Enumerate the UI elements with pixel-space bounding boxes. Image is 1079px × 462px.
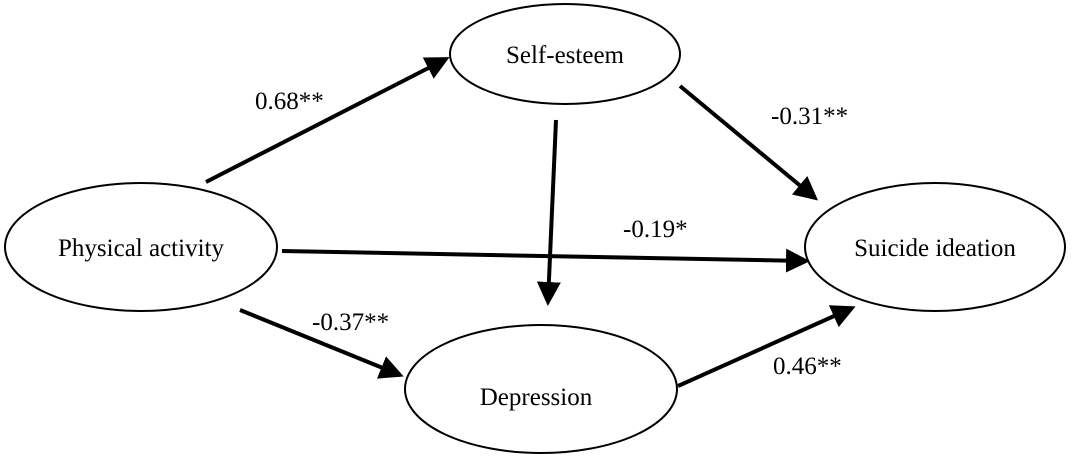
- edge-depression-to-suicide-ideation: [677, 305, 856, 388]
- edge-physical-activity-to-depression: [239, 308, 404, 379]
- coefficient-label-self-esteem-suicide-ideation: -0.31**: [771, 103, 848, 130]
- node-physical-activity: Physical activity: [4, 182, 278, 312]
- node-self-esteem: Self-esteem: [449, 3, 681, 105]
- coefficient-label-physical-activity-self-esteem: 0.68**: [255, 88, 324, 115]
- node-depression-ellipse: [404, 324, 678, 454]
- node-depression: Depression: [404, 324, 678, 454]
- edge-physical-activity-to-suicide-ideation: [281, 248, 810, 273]
- node-self-esteem-label: Self-esteem: [506, 42, 625, 69]
- edge-physical-activity-to-self-esteem: [205, 57, 450, 184]
- node-physical-activity-label: Physical activity: [58, 235, 224, 262]
- node-suicide-ideation-label: Suicide ideation: [854, 235, 1016, 262]
- coefficient-label-physical-activity-depression: -0.37**: [312, 309, 389, 336]
- edge-self-esteem-to-depression: [536, 119, 561, 306]
- node-physical-activity-ellipse: [4, 182, 278, 312]
- coefficient-label-physical-activity-suicide-ideation: -0.19*: [623, 216, 688, 243]
- edge-self-esteem-to-suicide-ideation: [678, 84, 819, 201]
- coefficient-label-depression-suicide-ideation: 0.46**: [773, 353, 842, 380]
- node-suicide-ideation-ellipse: [804, 182, 1066, 312]
- node-suicide-ideation: Suicide ideation: [804, 182, 1066, 312]
- node-self-esteem-ellipse: [449, 3, 681, 105]
- node-depression-label: Depression: [480, 384, 593, 411]
